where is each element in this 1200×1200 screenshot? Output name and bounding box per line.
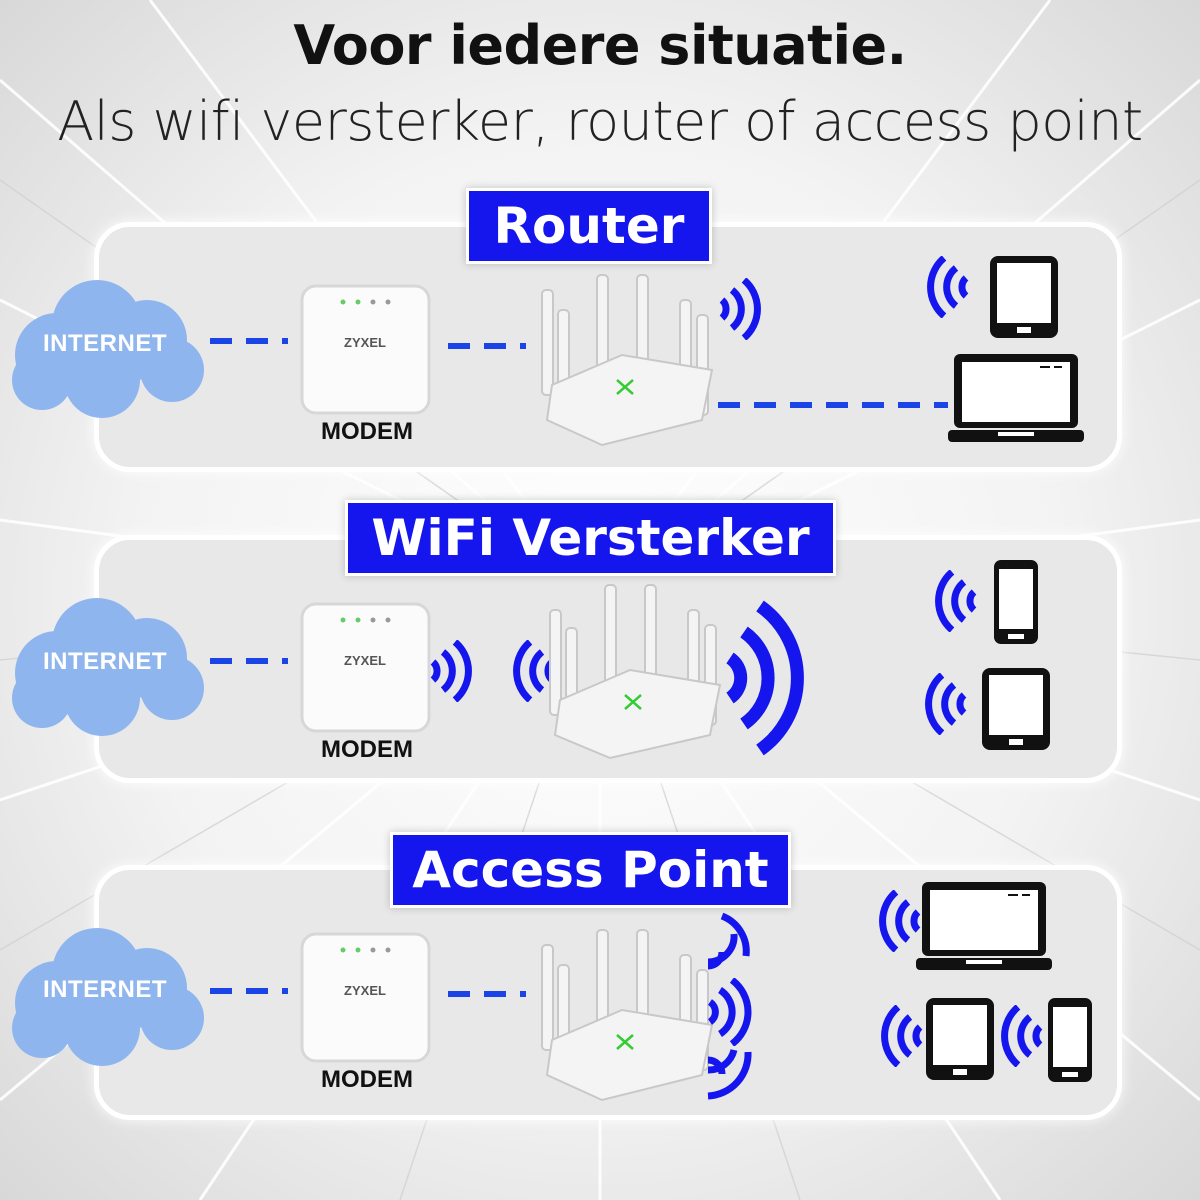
modem-brand-text: ZYXEL [344,653,386,668]
wired-connection-line [448,343,526,349]
access-point-section-label: Access Point [390,832,791,908]
page-title: Voor iedere situatie. [293,14,907,77]
internet-label: INTERNET [43,330,167,357]
wifi-signal-icon [935,570,977,632]
modem-label: MODEM [321,418,413,445]
wired-connection-line [210,658,288,664]
phone-icon [994,560,1038,644]
tablet-icon [926,998,994,1080]
wifi-signal-icon [879,890,921,952]
modem-icon: ZYXEL [300,932,431,1063]
wired-connection-line [448,991,526,997]
router-icon [541,274,714,447]
cloud-icon [12,928,204,1066]
wired-connection-line [210,988,288,994]
internet-label: INTERNET [43,648,167,675]
modem-label: MODEM [321,736,413,763]
wifi-signal-icon [925,673,967,735]
phone-icon [1048,998,1092,1082]
wifi-signal-icon [927,256,969,318]
wifi-signal-icon [707,912,750,970]
wifi-signal-icon [726,600,804,756]
cloud-icon [12,280,204,418]
wired-connection-line [718,402,948,408]
router-icon [541,929,714,1102]
laptop-icon [916,882,1052,970]
wifi-signal-icon [707,978,752,1046]
wifi-signal-icon [430,640,472,702]
wifi-versterker-section-label: WiFi Versterker [345,500,836,576]
wifi-signal-icon [719,278,761,340]
tablet-icon [990,256,1058,338]
modem-brand-text: ZYXEL [344,983,386,998]
wifi-signal-icon [707,1048,752,1100]
cloud-icon [12,598,204,736]
page-subtitle: Als wifi versterker, router of access po… [57,90,1143,153]
wired-connection-line [210,338,288,344]
modem-icon: ZYXEL [300,284,431,415]
modem-label: MODEM [321,1066,413,1093]
laptop-icon [948,354,1084,442]
modem-icon: ZYXEL [300,602,431,733]
wifi-signal-icon [1001,1005,1043,1067]
modem-brand-text: ZYXEL [344,335,386,350]
wifi-signal-icon [881,1005,923,1067]
internet-label: INTERNET [43,976,167,1003]
router-icon [549,584,722,760]
router-section-label: Router [466,188,712,264]
tablet-icon [982,668,1050,750]
